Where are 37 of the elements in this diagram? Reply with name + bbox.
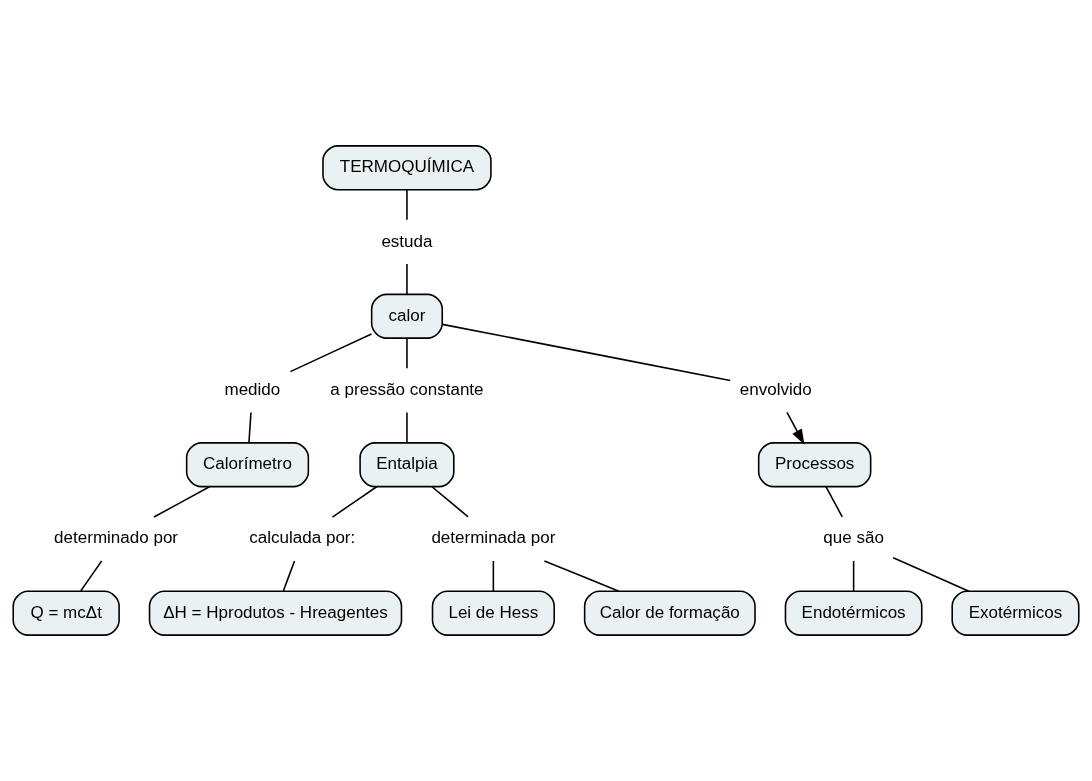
connector	[892, 556, 970, 593]
node-text: calculada por:	[249, 528, 356, 548]
connector	[406, 263, 408, 295]
node-box: Q = mcΔt	[12, 590, 120, 636]
node-box: calor	[370, 293, 444, 339]
node-box: Endotérmicos	[784, 590, 923, 636]
connector	[406, 337, 408, 370]
arrow	[786, 411, 805, 445]
connector	[406, 411, 408, 444]
connector	[492, 560, 495, 592]
connector	[825, 485, 844, 518]
connector	[543, 560, 620, 593]
node-text: medido	[224, 380, 281, 399]
node-box: TERMOQUÍMICA	[322, 145, 492, 191]
connector	[406, 189, 408, 221]
node-box: Exotérmicos	[951, 590, 1080, 636]
connector	[331, 485, 378, 518]
node-text: estuda	[381, 231, 433, 251]
connector	[248, 411, 252, 444]
node-text: a pressão constante	[330, 380, 484, 399]
node-box: Processos	[757, 442, 872, 488]
connector	[441, 323, 731, 382]
connector	[79, 560, 103, 592]
node-text: determinado por	[54, 528, 179, 548]
node-text: que são	[823, 528, 884, 548]
node-box: Lei de Hess	[431, 590, 555, 636]
node-text: determinada por	[431, 528, 556, 548]
node-box: Entalpia	[359, 442, 455, 488]
connector	[852, 560, 855, 592]
connector	[282, 560, 296, 592]
connector	[153, 485, 211, 518]
node-text: envolvido	[739, 380, 812, 399]
node-box: Calorímetro	[185, 442, 310, 488]
node-box: Calor de formação	[583, 590, 756, 636]
connector	[289, 333, 373, 373]
connector	[431, 485, 469, 518]
node-box: ΔH = Hprodutos - Hreagentes	[148, 590, 403, 636]
